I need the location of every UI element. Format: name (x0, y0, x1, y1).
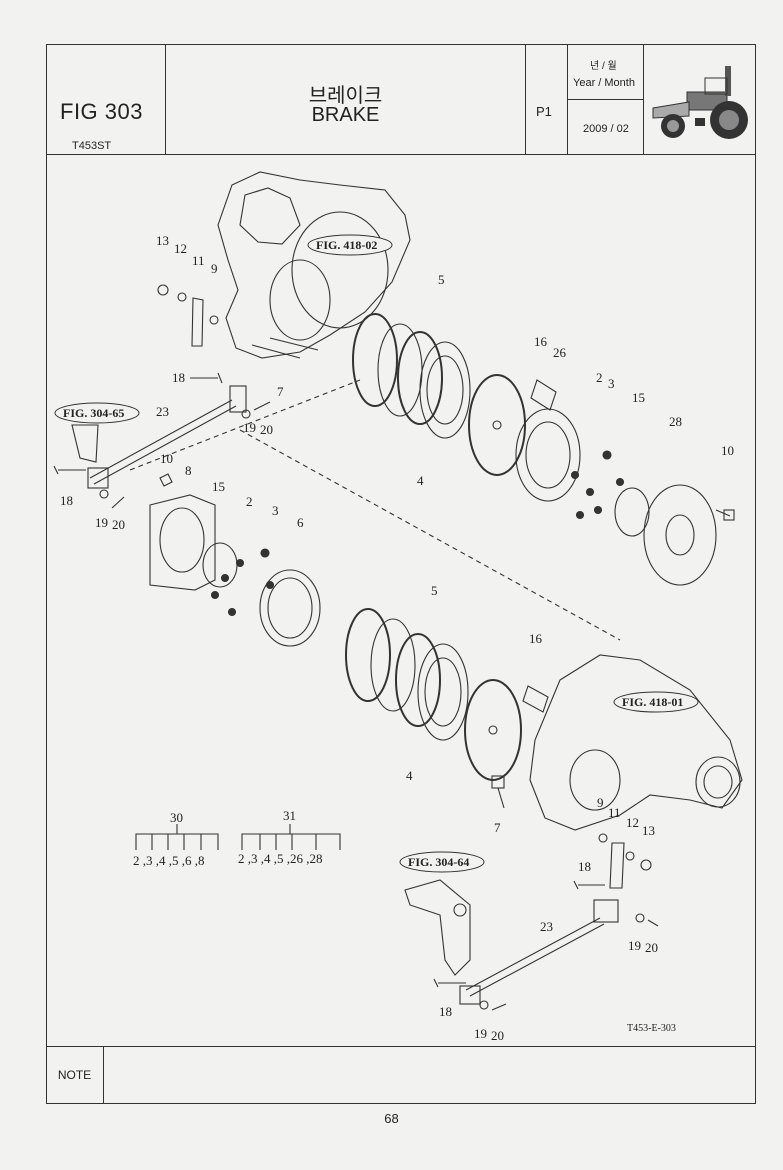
part-label: 11 (608, 805, 621, 820)
part-label: 9 (211, 261, 218, 276)
page-id: P1 (536, 104, 552, 119)
figure-code: FIG 303 (60, 99, 143, 124)
model-code: T453ST (72, 140, 112, 152)
part-label: 7 (277, 384, 284, 399)
part-label: 16 (529, 631, 543, 646)
title-english: BRAKE (311, 104, 380, 126)
part-label: 19 (95, 515, 108, 530)
brake-cover-8 (149, 494, 216, 591)
part-label: 2 (246, 494, 253, 509)
part-label: 20 (491, 1028, 504, 1043)
part-label: 20 (112, 517, 125, 532)
friction-disc-upper-2 (397, 331, 443, 425)
year-month-value: 2009 / 02 (583, 123, 629, 135)
part-label: 20 (260, 422, 273, 437)
part-label: 13 (156, 233, 169, 248)
note-label: NOTE (46, 1047, 104, 1103)
part-label: 18 (60, 493, 73, 508)
part-label: 23 (540, 919, 553, 934)
part-label: 5 (438, 272, 445, 287)
title-korean: 브레이크 (308, 85, 383, 107)
friction-disc-lower-1 (345, 608, 391, 702)
year-month-label-en: Year / Month (573, 77, 635, 89)
part-label: 15 (632, 390, 645, 405)
lever-11-lower (609, 842, 625, 889)
part-label: 26 (553, 345, 567, 360)
part-label: 20 (645, 940, 658, 955)
note-row: NOTE (46, 1046, 756, 1104)
ref-fig-418-02: FIG. 418-02 (316, 238, 377, 252)
page-number: 68 (384, 1111, 399, 1126)
header-fig-cell (46, 44, 166, 155)
part-label: 4 (406, 768, 413, 783)
page-frame (46, 44, 756, 1104)
part-label: 4 (417, 473, 424, 488)
part-label: 18 (172, 370, 185, 385)
part-label: 3 (272, 503, 279, 518)
part-label: 3 (608, 376, 615, 391)
date-divider (567, 99, 644, 100)
kit-31-components: 2 ,3 ,4 ,5 ,26 ,28 (238, 851, 323, 866)
part-label: 18 (439, 1004, 452, 1019)
lever-11-upper (191, 297, 204, 347)
part-label: 23 (156, 404, 169, 419)
part-label: 10 (721, 443, 734, 458)
part-label: 11 (192, 253, 205, 268)
brake-cover-28 (643, 484, 717, 586)
ref-fig-304-65: FIG. 304-65 (63, 406, 124, 420)
friction-disc-upper-1 (352, 313, 398, 407)
friction-disc-lower-2 (395, 633, 441, 727)
drawing-code: T453-E-303 (627, 1023, 676, 1034)
part-label: 10 (160, 451, 173, 466)
part-label: 19 (628, 938, 641, 953)
part-label: 28 (669, 414, 682, 429)
part-label: 13 (642, 823, 655, 838)
ref-fig-418-01: FIG. 418-01 (622, 695, 683, 709)
part-label: 15 (212, 479, 225, 494)
part-label: 5 (431, 583, 438, 598)
brake-rod-23-upper (89, 399, 237, 485)
part-label: 12 (626, 815, 639, 830)
header-image-cell (643, 44, 756, 155)
lower-transmission-housing (529, 654, 743, 831)
actuator-plate-6 (259, 569, 321, 647)
brake-plate-lower (464, 679, 522, 781)
brake-exploded-diagram: FIG. 418-02 FIG. 304-65 FIG. 418-01 FIG.… (53, 171, 743, 1043)
tractor-icon (652, 66, 748, 139)
part-label: 16 (534, 334, 548, 349)
part-label: 12 (174, 241, 187, 256)
kit-30-components: 2 ,3 ,4 ,5 ,6 ,8 (133, 853, 205, 868)
kit-31-number: 31 (283, 808, 296, 823)
part-label: 2 (596, 370, 603, 385)
upper-transmission-housing (217, 171, 411, 359)
part-label: 6 (297, 515, 304, 530)
ref-fig-304-64: FIG. 304-64 (408, 855, 469, 869)
part-label: 19 (243, 420, 256, 435)
header-page-cell (525, 44, 568, 155)
part-label: 9 (597, 795, 604, 810)
part-label: 18 (578, 859, 591, 874)
actuator-plate-26 (515, 408, 581, 502)
year-month-label-ko: 년 / 월 (590, 61, 617, 72)
header-title-cell (165, 44, 526, 155)
part-label: 8 (185, 463, 192, 478)
brake-rod-23-lower (465, 917, 605, 997)
brake-plate-upper (468, 374, 526, 476)
part-label: 19 (474, 1026, 487, 1041)
part-label: 7 (494, 820, 501, 835)
kit-30-number: 30 (170, 810, 183, 825)
